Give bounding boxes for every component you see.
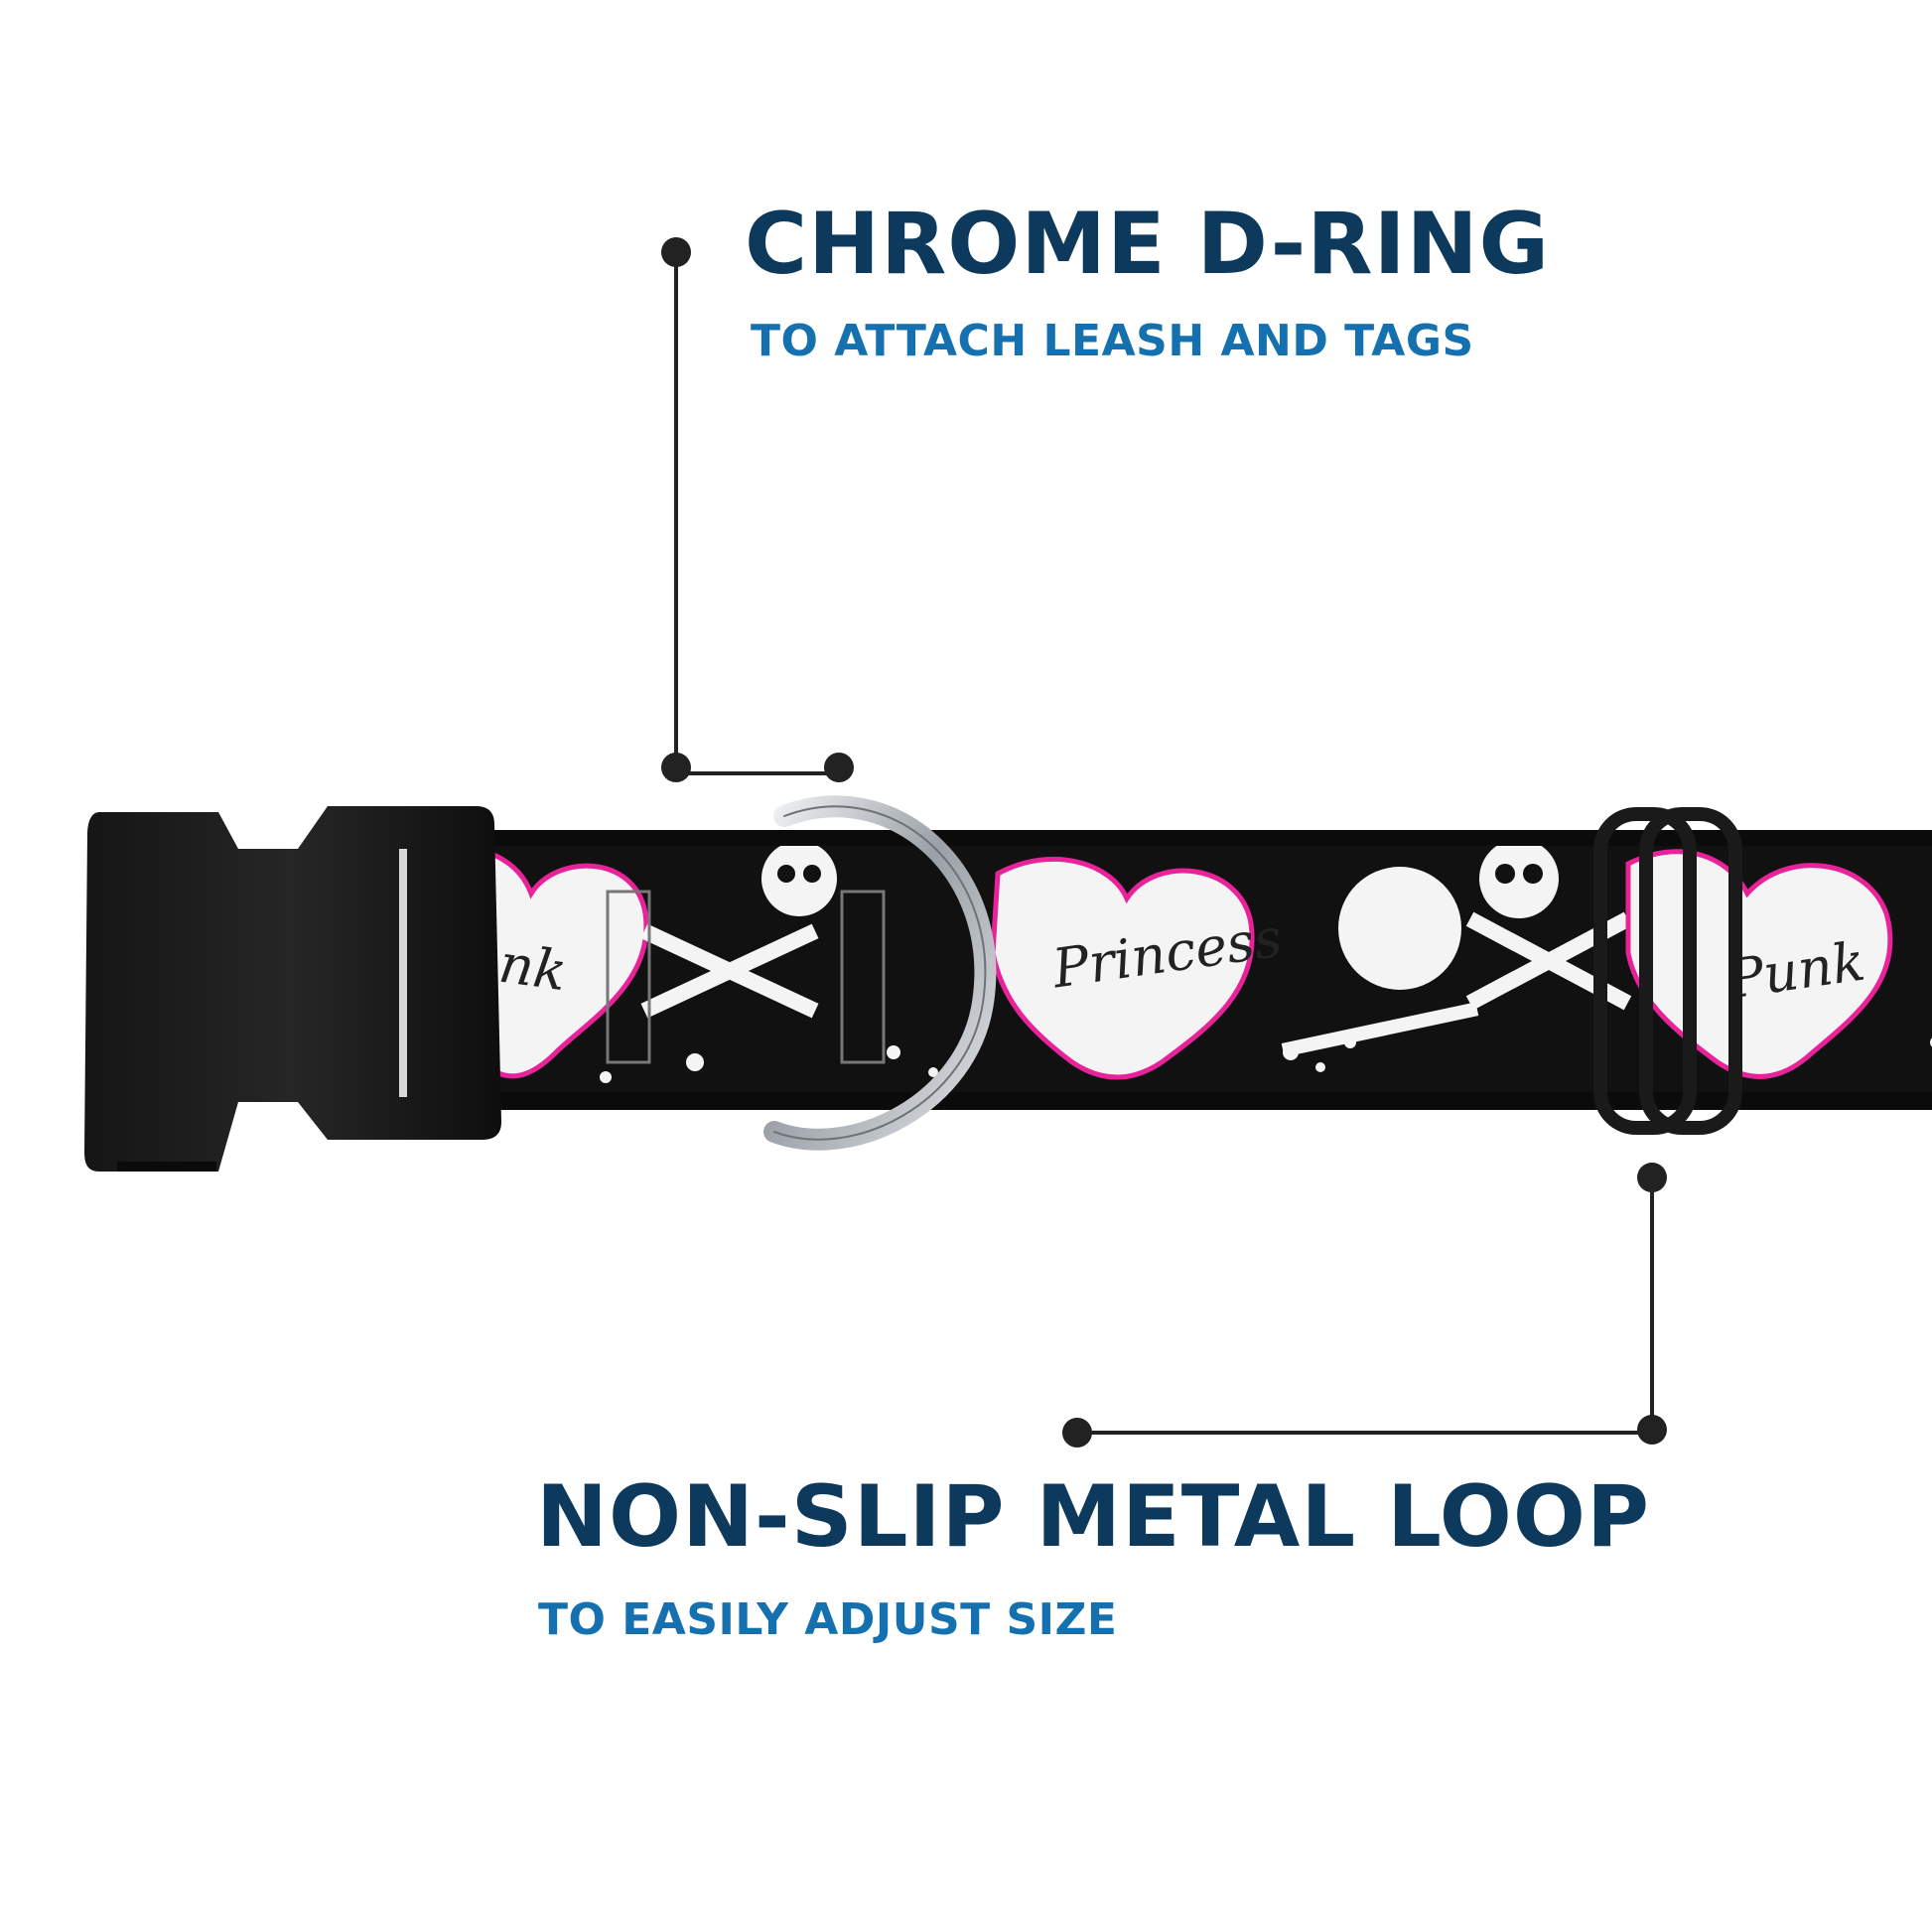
print-skull-bones-1 xyxy=(640,844,837,1019)
loop-title: NON-SLIP METAL LOOP xyxy=(536,1467,1651,1567)
print-heart-center xyxy=(990,856,1255,1080)
chrome-d-ring xyxy=(763,795,997,1151)
side-release-buckle xyxy=(84,806,501,1172)
print-splatter xyxy=(600,1036,1932,1083)
d-ring-keeper xyxy=(606,890,886,1064)
adjuster-loop xyxy=(1593,807,1742,1135)
d-ring-title: CHROME D-RING xyxy=(745,195,1551,294)
d-ring-subtitle: TO ATTACH LEASH AND TAGS xyxy=(751,316,1474,366)
loop-pointer xyxy=(1062,1163,1667,1448)
loop-subtitle: TO EASILY ADJUST SIZE xyxy=(538,1594,1118,1645)
print-skull-bones-2 xyxy=(1281,844,1632,1057)
collar-strap: Punk Princess Punk xyxy=(397,830,1932,1110)
d-ring-pointer xyxy=(661,237,854,782)
